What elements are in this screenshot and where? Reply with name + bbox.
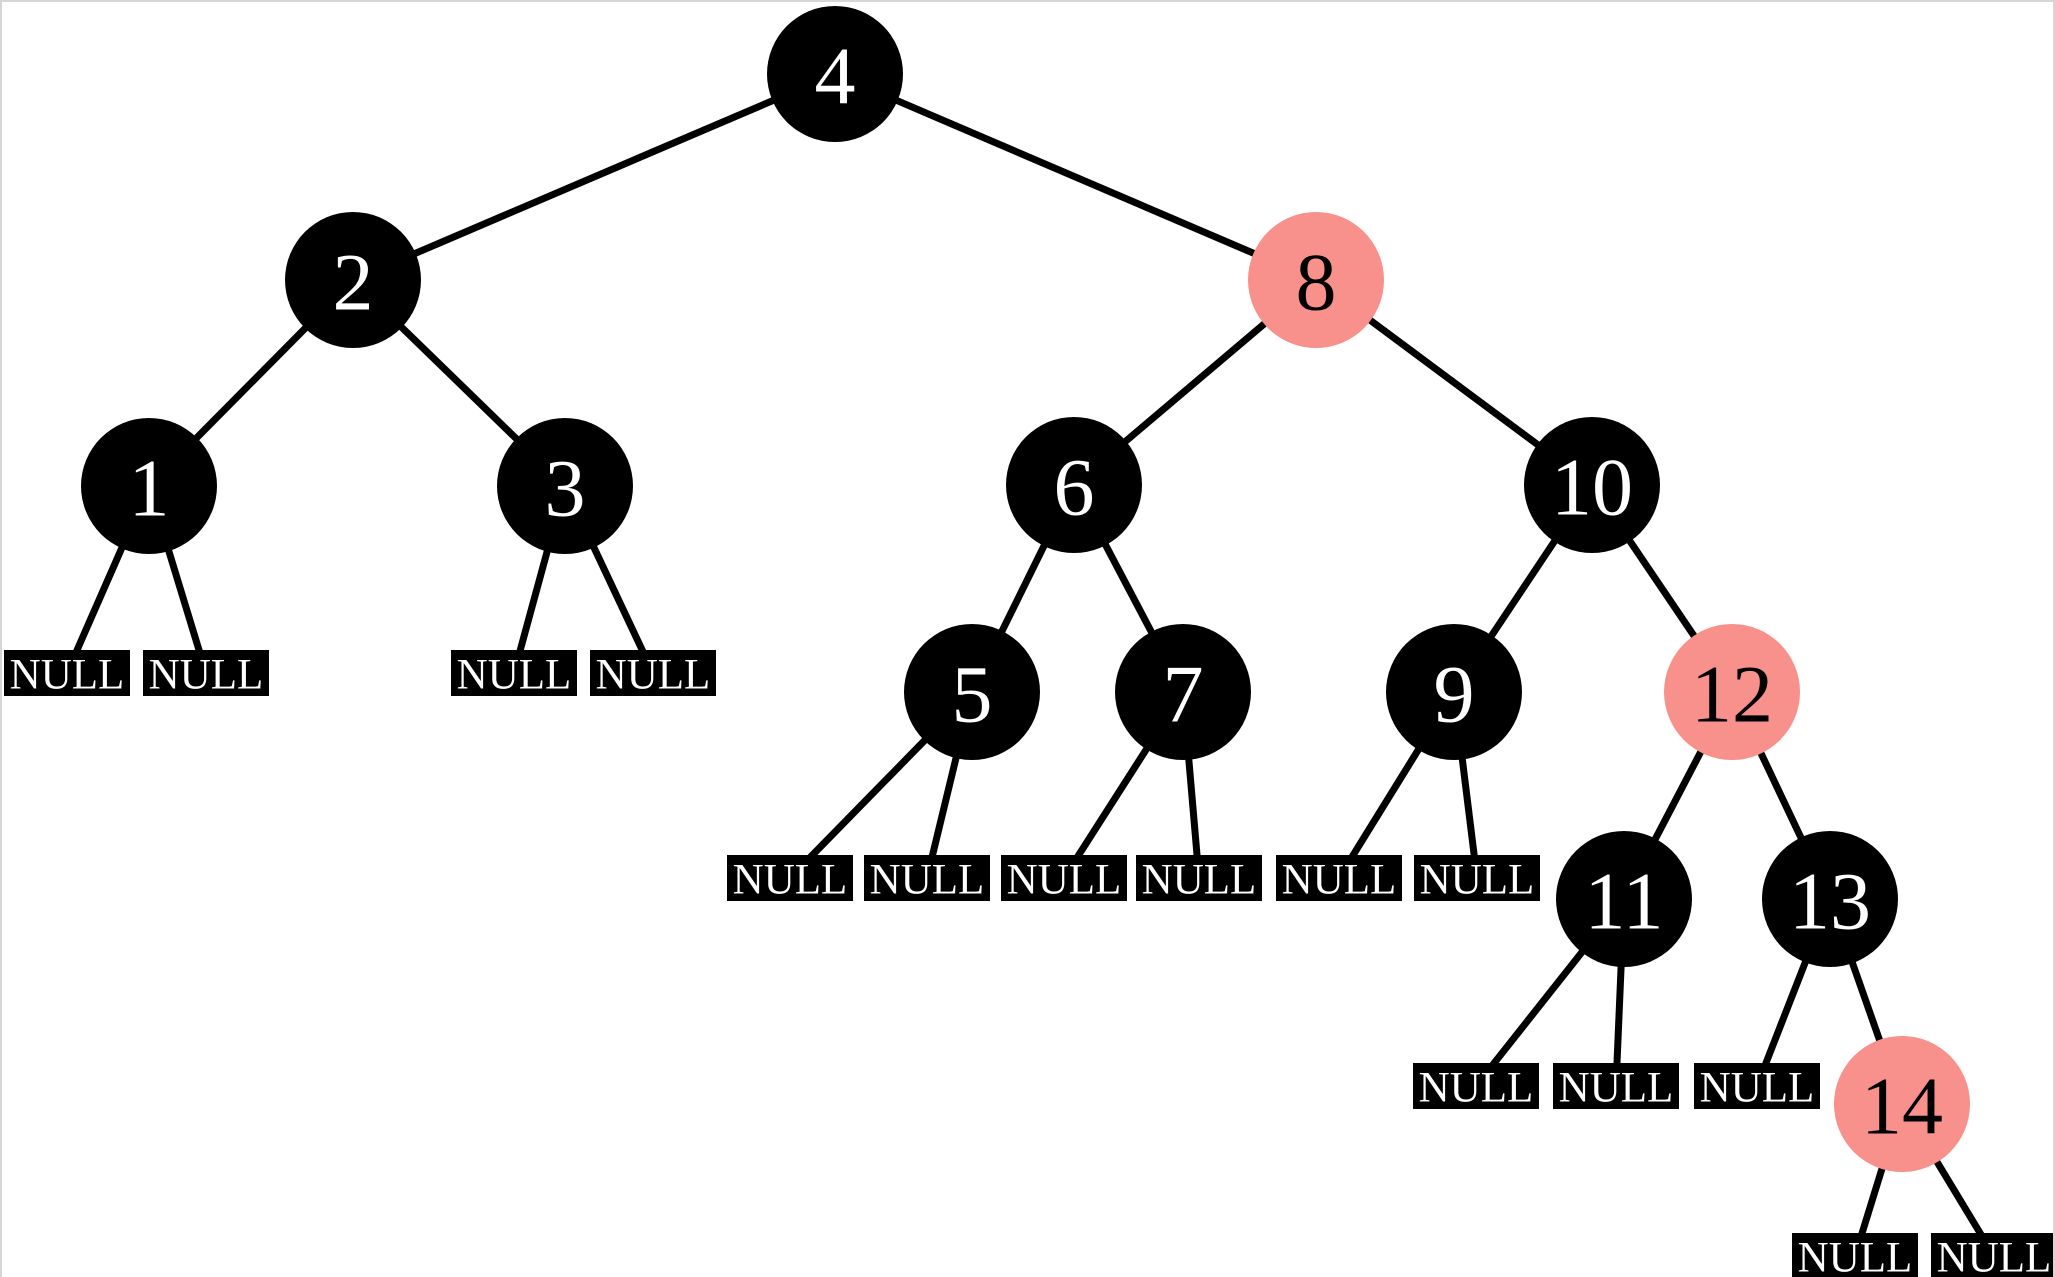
tree-node-4-circle <box>767 6 903 142</box>
null-leaf-4-label: NULL <box>733 856 848 903</box>
null-leaf-11-box <box>1553 1063 1679 1109</box>
null-leaf-3-box <box>590 650 716 696</box>
null-leaf-5-box <box>864 855 990 901</box>
null-leaf-9-label: NULL <box>1420 856 1535 903</box>
tree-node-9-circle <box>1386 624 1522 760</box>
tree-node-3-circle <box>497 418 633 554</box>
tree-node-7-circle <box>1115 624 1251 760</box>
null-leaf-8-box <box>1276 855 1402 901</box>
null-leaf-2-label: NULL <box>457 651 572 698</box>
tree-node-12-label: 12 <box>1691 649 1773 740</box>
tree-node-12-circle <box>1664 624 1800 760</box>
tree-node-10-label: 10 <box>1551 442 1633 533</box>
tree-node-7-label: 7 <box>1163 649 1204 740</box>
null-leaf-5-label: NULL <box>870 856 985 903</box>
tree-node-4-label: 4 <box>815 31 856 122</box>
null-leaf-7-box <box>1136 855 1262 901</box>
null-leaf-1-label: NULL <box>149 651 264 698</box>
null-leaf-2-box <box>451 650 577 696</box>
tree-node-6-circle <box>1006 417 1142 553</box>
edge-4-8 <box>833 70 1318 284</box>
tree-node-14-label: 14 <box>1861 1061 1943 1152</box>
null-leaf-10-label: NULL <box>1419 1064 1534 1111</box>
tree-node-5-label: 5 <box>952 649 993 740</box>
null-leaf-4-box <box>727 855 853 901</box>
tree-node-14-circle <box>1834 1036 1970 1172</box>
tree-node-1-circle <box>81 418 217 554</box>
tree-node-13-label: 13 <box>1789 856 1871 947</box>
null-leaf-6-box <box>1001 855 1127 901</box>
tree-node-3-label: 3 <box>545 443 586 534</box>
tree-node-2-circle <box>285 212 421 348</box>
tree-node-10-circle <box>1524 417 1660 553</box>
null-leaf-3-label: NULL <box>596 651 711 698</box>
null-leaf-8-label: NULL <box>1282 856 1397 903</box>
null-leaf-1-box <box>143 650 269 696</box>
null-leaf-6-label: NULL <box>1007 856 1122 903</box>
tree-node-13-circle <box>1762 831 1898 967</box>
null-leaf-14-label: NULL <box>1937 1234 2052 1277</box>
edge-4-2 <box>351 70 837 284</box>
null-leaf-9-box <box>1414 855 1540 901</box>
tree-node-6-label: 6 <box>1054 442 1095 533</box>
null-leaf-12-label: NULL <box>1700 1064 1815 1111</box>
null-leaf-0-label: NULL <box>10 651 125 698</box>
tree-node-11-label: 11 <box>1585 856 1664 947</box>
null-leaf-12-box <box>1694 1063 1820 1109</box>
tree-node-9-label: 9 <box>1434 649 1475 740</box>
null-leaf-7-label: NULL <box>1142 856 1257 903</box>
null-leaf-11-label: NULL <box>1559 1064 1674 1111</box>
null-leaf-0-box <box>4 650 130 696</box>
null-leaf-10-box <box>1413 1063 1539 1109</box>
null-leaf-14-box <box>1931 1233 2053 1277</box>
null-leaf-13-box <box>1792 1233 1918 1277</box>
tree-node-8-label: 8 <box>1296 237 1337 328</box>
null-leaf-13-label: NULL <box>1798 1234 1913 1277</box>
tree-node-5-circle <box>904 624 1040 760</box>
tree-node-11-circle <box>1556 831 1692 967</box>
tree-node-8-circle <box>1248 212 1384 348</box>
tree-node-1-label: 1 <box>129 443 170 534</box>
tree-node-2-label: 2 <box>333 237 374 328</box>
